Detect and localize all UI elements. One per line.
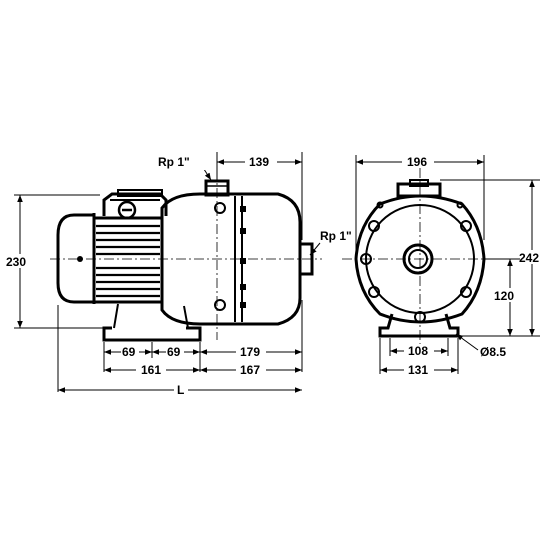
label-69-left: 69: [122, 345, 136, 359]
cooling-fins: [96, 224, 160, 298]
front-base: [378, 313, 460, 338]
label-108: 108: [408, 344, 428, 358]
label-69-right: 69: [167, 345, 181, 359]
label-196: 196: [407, 155, 427, 169]
label-131: 131: [408, 363, 428, 377]
flange-bolts: [360, 201, 472, 323]
label-rp-side: Rp 1": [320, 229, 352, 243]
dimension-lines: [14, 152, 540, 393]
pump-casing: [160, 192, 302, 326]
label-230: 230: [6, 255, 26, 269]
label-161: 161: [141, 363, 161, 377]
front-outlet-port: [396, 182, 442, 198]
label-139: 139: [249, 155, 269, 169]
terminal-screw-icon: [117, 200, 137, 220]
label-hole-diameter: Ø8.5: [480, 345, 506, 359]
label-167: 167: [240, 363, 260, 377]
pump-front-view: [342, 168, 500, 345]
label-L: L: [177, 383, 184, 397]
casing-bolts: [214, 202, 246, 311]
motor-end-cap: [56, 213, 94, 304]
pump-side-view: [50, 170, 322, 342]
label-242: 242: [519, 251, 539, 265]
label-rp-top: Rp 1": [158, 155, 190, 169]
base-foot: [102, 326, 202, 342]
label-179: 179: [240, 345, 260, 359]
dimension-labels: Rp 1" 139 Rp 1" 230 196 242 120 69 69 17…: [4, 154, 550, 397]
label-120: 120: [494, 289, 514, 303]
